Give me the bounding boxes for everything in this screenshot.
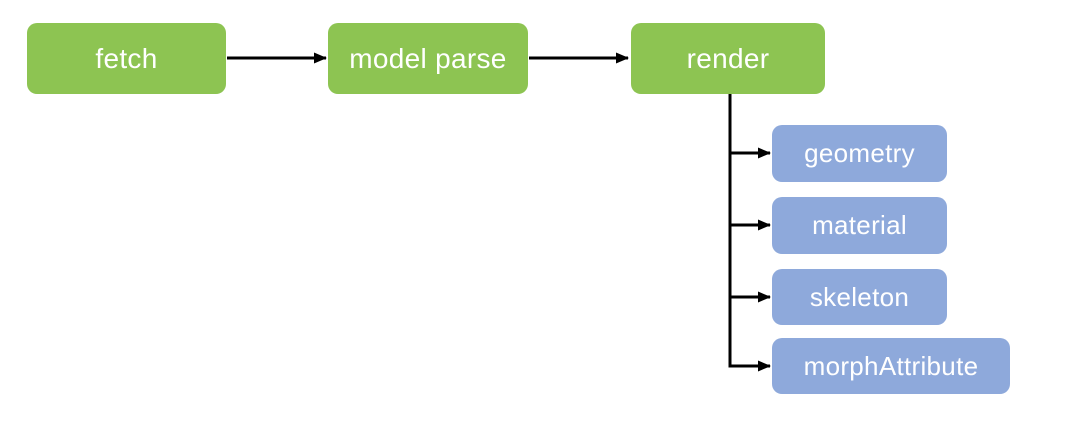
node-material: material	[772, 197, 947, 254]
node-model-parse: model parse	[328, 23, 528, 94]
node-geometry-label: geometry	[804, 138, 915, 168]
node-morphattribute-label: morphAttribute	[803, 350, 979, 381]
node-model-parse-label: model parse	[349, 42, 507, 74]
node-material-label: material	[812, 210, 907, 240]
node-fetch-label: fetch	[95, 42, 158, 74]
node-fetch: fetch	[27, 23, 226, 94]
node-morphattribute: morphAttribute	[772, 338, 1010, 394]
node-render-label: render	[686, 42, 770, 74]
node-geometry: geometry	[772, 125, 947, 182]
node-skeleton: skeleton	[772, 269, 947, 325]
node-skeleton-label: skeleton	[809, 281, 910, 312]
node-render: render	[631, 23, 825, 94]
